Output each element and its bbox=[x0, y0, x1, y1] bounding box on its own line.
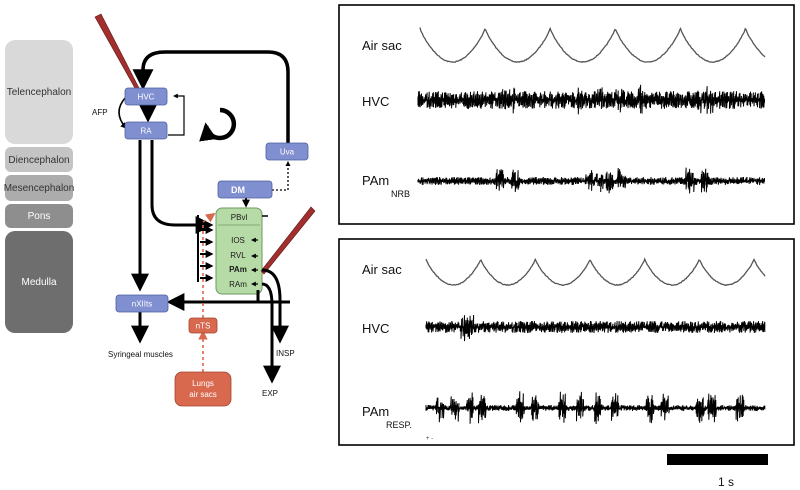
node-ra bbox=[124, 121, 168, 140]
trace-sublabel-pam-bottom: RESP. bbox=[386, 420, 412, 430]
node-dm bbox=[217, 180, 273, 199]
circuit-diagram: AFP Syringeal muscles bbox=[92, 13, 316, 407]
node-nts bbox=[188, 317, 218, 334]
node-pam-label: PAm bbox=[229, 265, 247, 274]
trace-label-airsac-top: Air sac bbox=[362, 38, 402, 53]
label-exp: EXP bbox=[262, 389, 278, 398]
node-uva-label: Uva bbox=[280, 148, 295, 157]
stray-mark: + - bbox=[426, 436, 433, 442]
pam-trace-top bbox=[417, 167, 765, 194]
node-ram-label: RAm bbox=[229, 280, 247, 289]
pam-electrode-icon bbox=[260, 206, 316, 275]
label-syringeal-muscles: Syringeal muscles bbox=[108, 350, 173, 359]
respiratory-group-box bbox=[215, 207, 263, 295]
label-pons: Pons bbox=[28, 211, 51, 222]
node-lungs-label-2: air sacs bbox=[189, 390, 217, 399]
node-rvl-label: RVL bbox=[230, 251, 246, 260]
node-lungs bbox=[174, 371, 232, 407]
node-ios-label: IOS bbox=[231, 236, 245, 245]
panel-bottom-frame bbox=[338, 238, 795, 446]
hvc-trace-bottom bbox=[425, 314, 766, 342]
region-medulla bbox=[5, 231, 73, 333]
node-hvc-label: HVC bbox=[138, 93, 155, 102]
pam-trace-bottom bbox=[425, 391, 766, 425]
node-ra-label: RA bbox=[140, 127, 152, 136]
region-pons bbox=[5, 204, 73, 228]
label-telencephalon: Telencephalon bbox=[7, 87, 72, 98]
trace-label-airsac-bottom: Air sac bbox=[362, 262, 402, 277]
region-mesencephalon bbox=[5, 175, 73, 201]
trace-label-hvc-top: HVC bbox=[362, 94, 389, 109]
panel-top-frame bbox=[338, 4, 795, 225]
trace-label-pam-bottom: PAm bbox=[362, 404, 389, 419]
node-hvc bbox=[124, 87, 168, 106]
label-insp: INSP bbox=[276, 349, 295, 358]
label-diencephalon: Diencephalon bbox=[8, 155, 69, 166]
node-uva bbox=[265, 142, 309, 161]
hvc-electrode-icon bbox=[94, 13, 140, 91]
region-diencephalon bbox=[5, 147, 73, 172]
node-nts-label: nTS bbox=[196, 322, 211, 331]
airsac-trace-bottom bbox=[425, 257, 766, 287]
label-mesencephalon: Mesencephalon bbox=[4, 183, 75, 194]
label-medulla: Medulla bbox=[21, 277, 56, 288]
trace-label-hvc-bottom: HVC bbox=[362, 321, 389, 336]
airsac-trace-top bbox=[419, 26, 766, 64]
panel-bottom: Air sac HVC PAm RESP. + - bbox=[338, 238, 795, 446]
hvc-trace-top bbox=[417, 84, 765, 115]
node-nxiits bbox=[115, 294, 169, 313]
region-telencephalon bbox=[5, 40, 73, 144]
trace-label-pam-top: PAm bbox=[362, 173, 389, 188]
label-afp: AFP bbox=[92, 108, 108, 117]
node-dm-label: DM bbox=[231, 185, 245, 195]
scale-bar-label: 1 s bbox=[718, 475, 734, 489]
scale-bar bbox=[667, 454, 768, 465]
trace-sublabel-pam-top: NRB bbox=[391, 189, 410, 199]
panel-top: Air sac HVC PAm NRB bbox=[338, 4, 795, 225]
node-lungs-label-1: Lungs bbox=[192, 379, 214, 388]
node-pbvl-label: PBvl bbox=[231, 213, 248, 222]
brain-region-column: Telencephalon Diencephalon Mesencephalon… bbox=[4, 40, 75, 333]
node-nxiits-label: nXIIts bbox=[132, 300, 152, 309]
